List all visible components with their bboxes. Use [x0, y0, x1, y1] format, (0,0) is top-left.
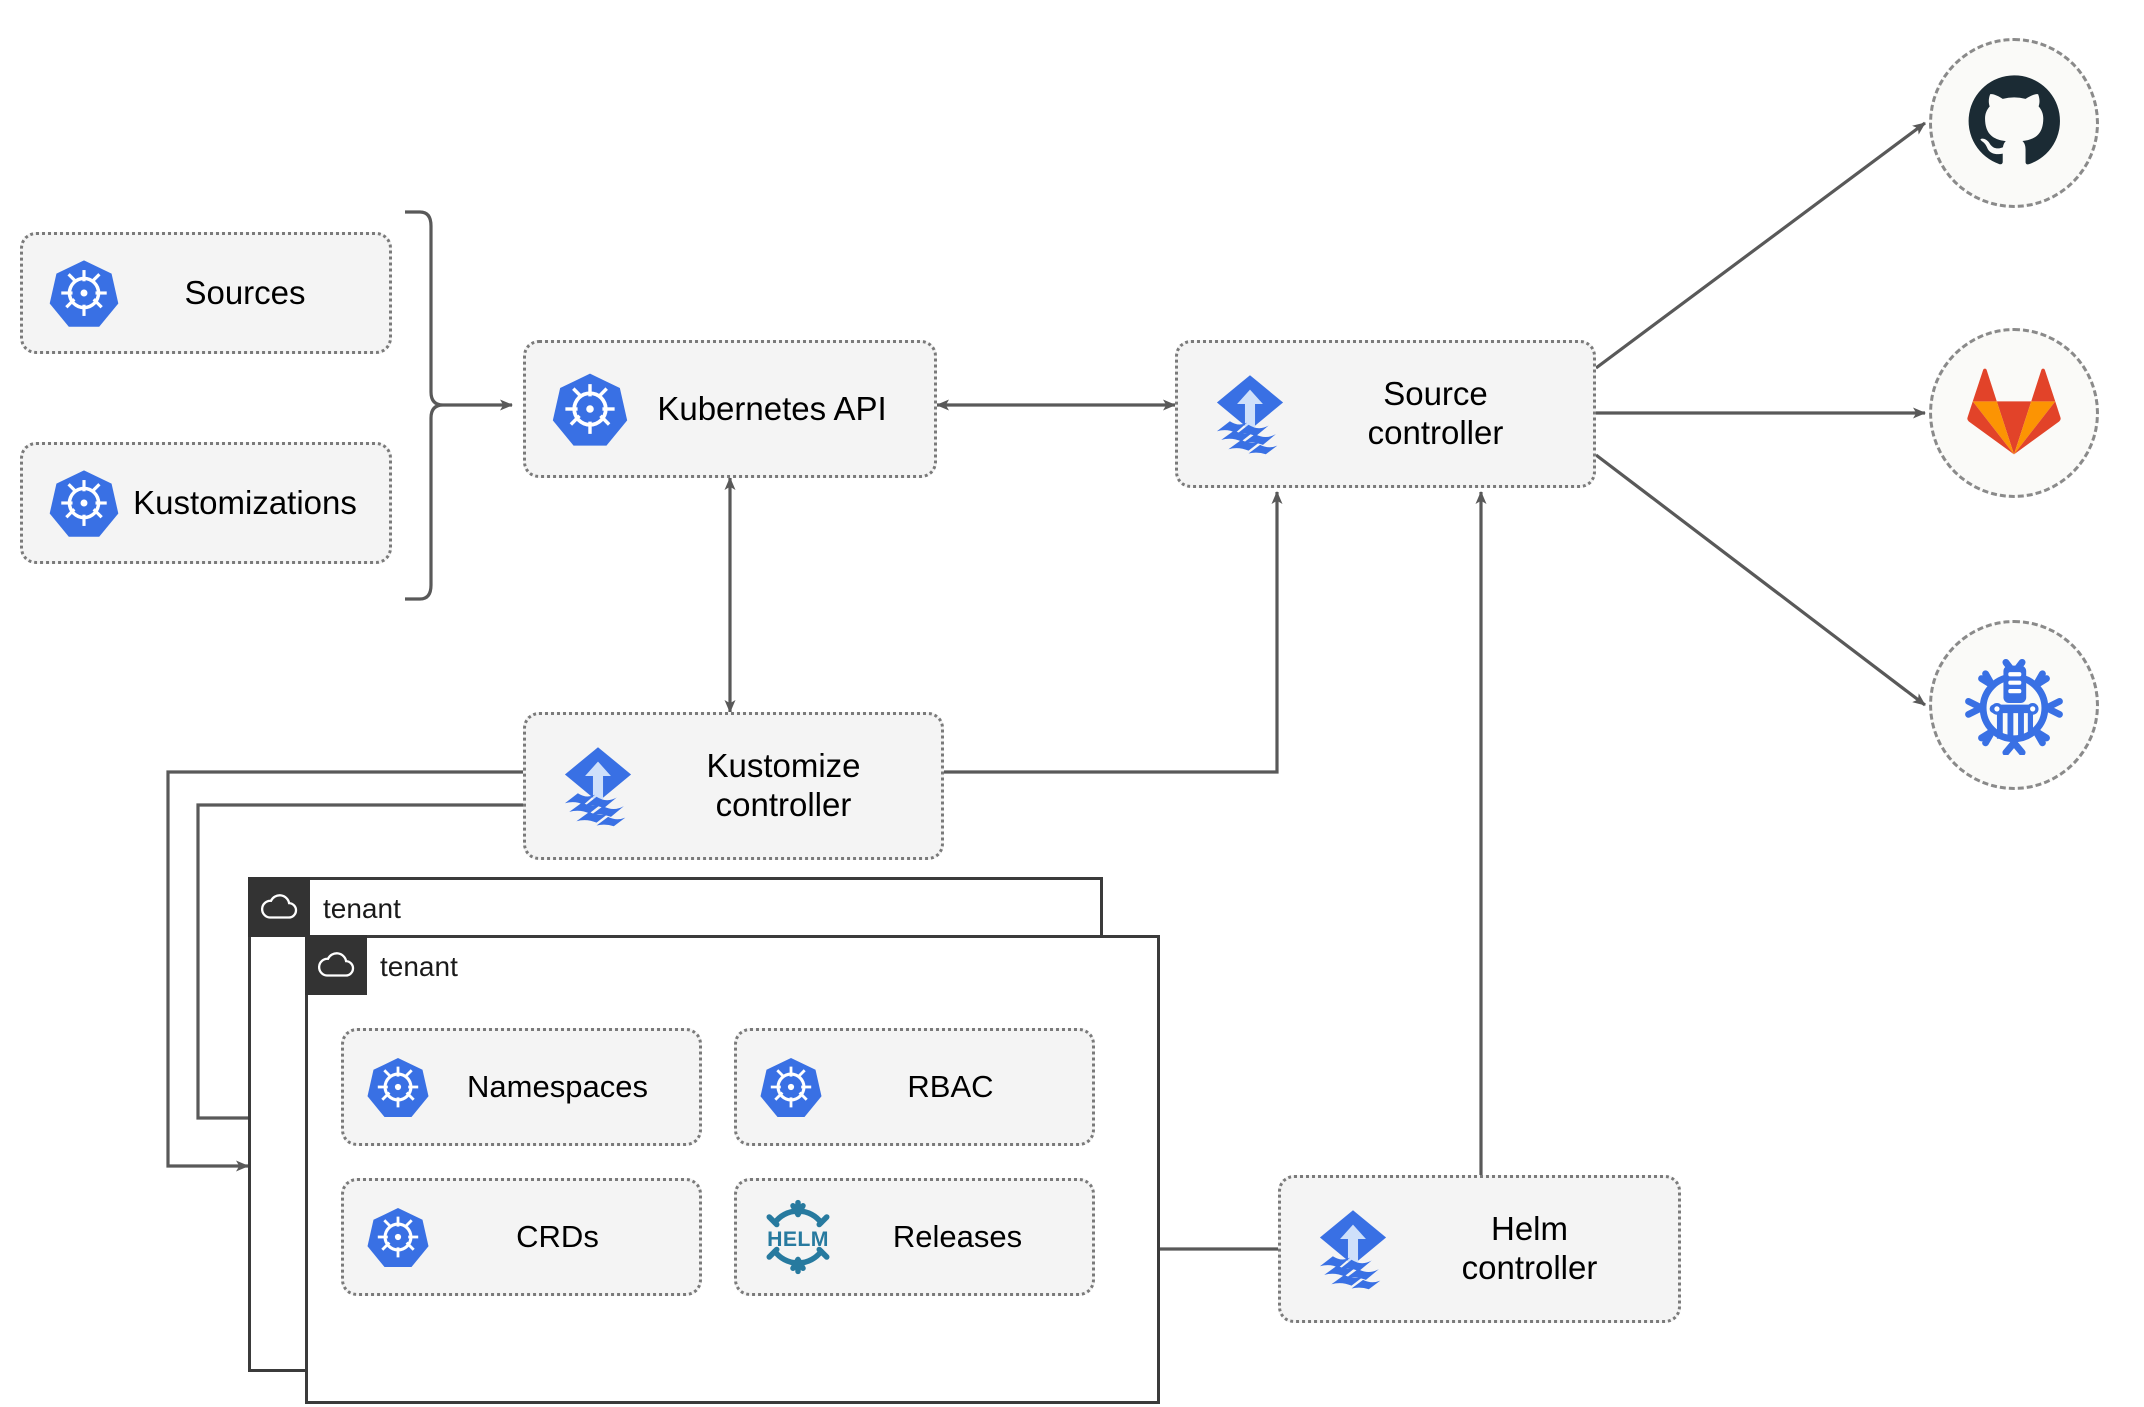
svg-text:HELM: HELM: [767, 1227, 829, 1251]
rbac-label: RBAC: [907, 1068, 994, 1104]
cloud-icon: [305, 935, 367, 995]
helm-controller-card[interactable]: Helm controller: [1278, 1175, 1681, 1323]
helm-repo-icon: [1962, 651, 2066, 760]
brace-connector: [405, 210, 444, 601]
kubernetes-api-label: Kubernetes API: [657, 389, 887, 427]
kustomize-controller-card[interactable]: Kustomize controller: [523, 712, 944, 860]
crds-label: CRDs: [516, 1218, 599, 1254]
kubernetes-icon: [45, 467, 123, 539]
source-controller-label: Source controller: [1367, 375, 1504, 451]
edge-source-to-helm-repo: [1595, 453, 1926, 707]
tenant-window-inner[interactable]: tenant Namespaces: [305, 935, 1160, 1404]
kustomizations-label: Kustomizations: [133, 483, 357, 521]
source-controller-card[interactable]: Source controller: [1175, 340, 1596, 488]
tenant-inner-label: tenant: [380, 950, 458, 982]
namespaces-label: Namespaces: [467, 1068, 648, 1104]
helm-controller-label: Helm controller: [1461, 1210, 1598, 1286]
kustomizations-card[interactable]: Kustomizations: [20, 442, 392, 564]
helm-icon: HELM: [755, 1197, 841, 1277]
flux-icon: [1200, 368, 1300, 460]
github-service[interactable]: [1929, 38, 2099, 208]
gitlab-service[interactable]: [1929, 328, 2099, 498]
flux-icon: [1303, 1203, 1403, 1295]
sources-label: Sources: [184, 273, 306, 311]
releases-card[interactable]: HELM Releases: [734, 1178, 1095, 1296]
kustomize-controller-label: Kustomize controller: [706, 747, 861, 823]
helm-repository-service[interactable]: [1929, 620, 2099, 790]
kubernetes-api-card[interactable]: Kubernetes API: [523, 340, 937, 478]
edge-kustomize-to-source-controller: [937, 491, 1283, 774]
sources-card[interactable]: Sources: [20, 232, 392, 354]
namespaces-card[interactable]: Namespaces: [341, 1028, 702, 1146]
kubernetes-icon: [755, 1055, 827, 1119]
kubernetes-icon: [45, 257, 123, 329]
rbac-card[interactable]: RBAC: [734, 1028, 1095, 1146]
kubernetes-icon: [548, 370, 632, 448]
releases-label: Releases: [892, 1218, 1023, 1254]
tenant-outer-label: tenant: [323, 892, 401, 924]
flux-icon: [548, 740, 648, 832]
cloud-icon: [248, 877, 310, 937]
github-icon: [1966, 73, 2062, 174]
crds-card[interactable]: CRDs: [341, 1178, 702, 1296]
kubernetes-icon: [362, 1055, 434, 1119]
kubernetes-icon: [362, 1205, 434, 1269]
edge-kustomize-to-tenant-outer: [166, 770, 523, 1172]
gitlab-icon: [1967, 366, 2061, 461]
edge-source-to-github: [1595, 121, 1926, 370]
